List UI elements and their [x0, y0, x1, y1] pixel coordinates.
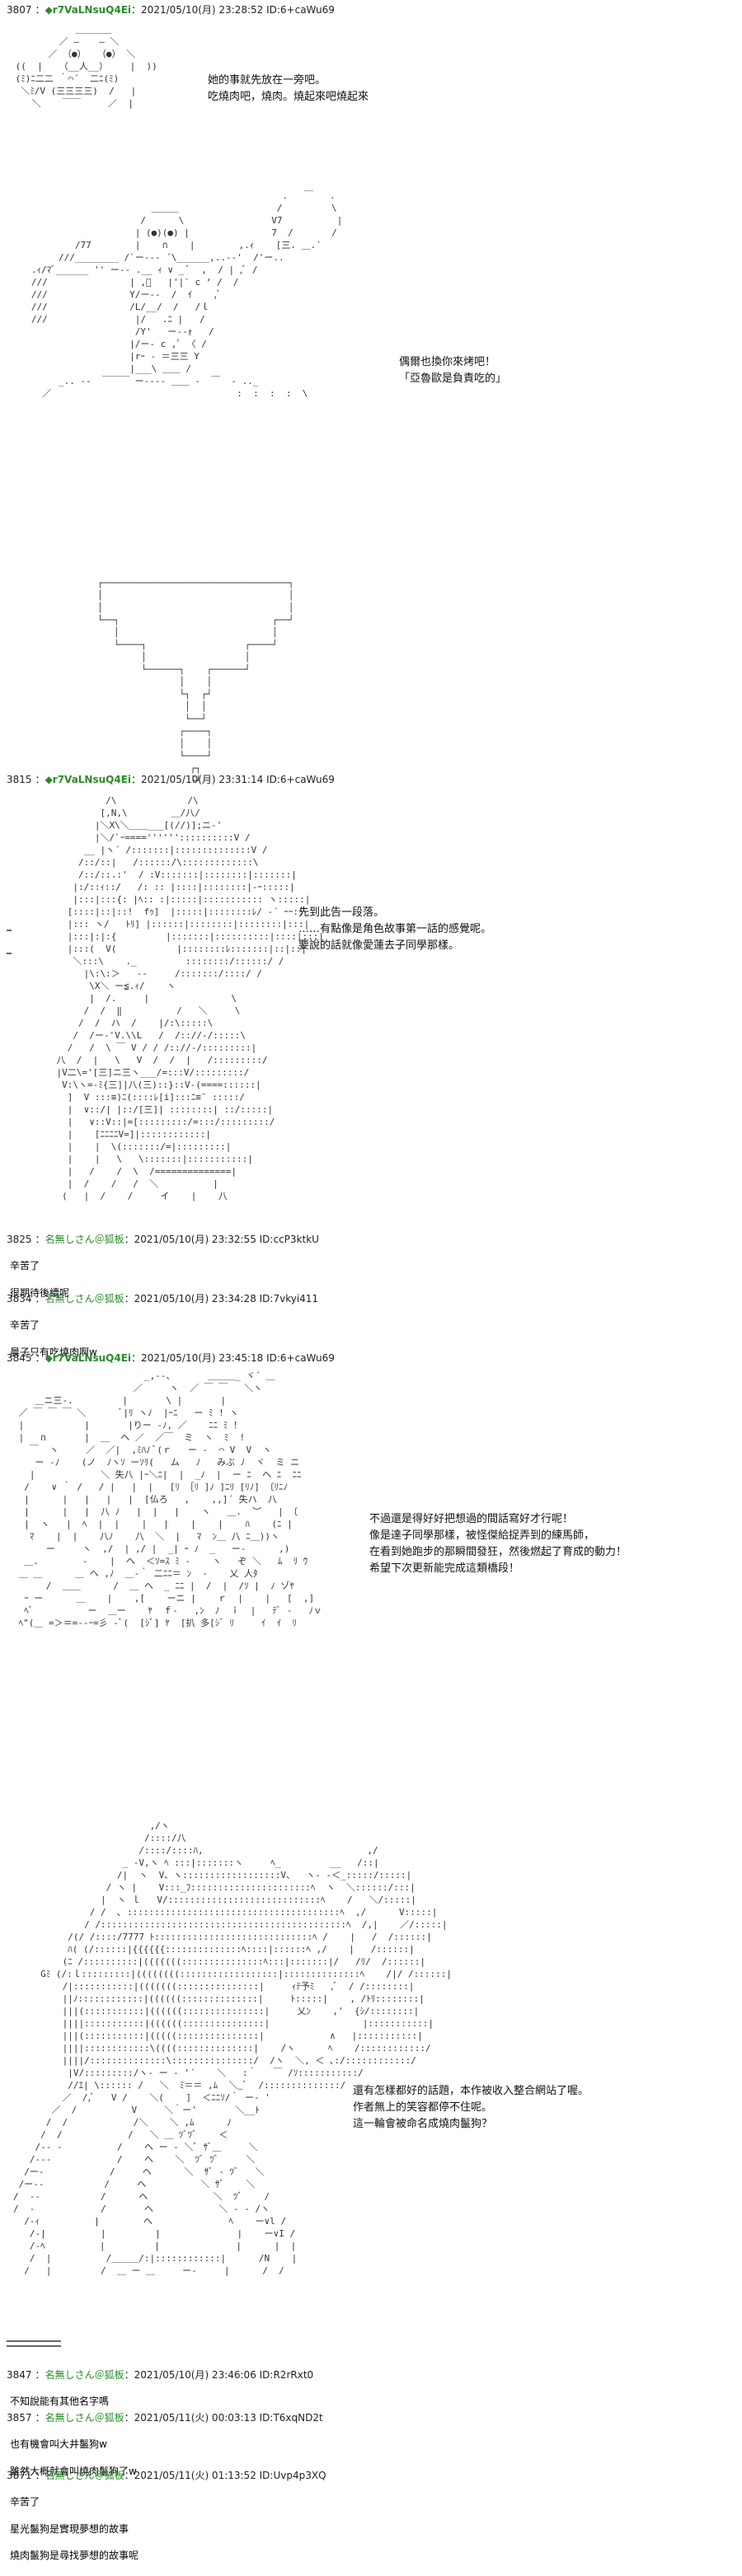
poster-name: 名無しさん＠狐板 — [45, 2412, 124, 2424]
post-body: 也有機會叫大井鬣狗w 雖然大概就會叫燒肉鬣狗了w — [10, 2424, 735, 2491]
speech-line: ……有點像是角色故事第一話的感覺呢。 — [298, 923, 492, 935]
post-number[interactable]: 3871 — [7, 2470, 32, 2481]
post-3807: 3807：◆r7VaLNsuQ4Ei：2021/05/10(月) 23:28:5… — [7, 3, 735, 16]
speech-line: 先到此告一段落。 — [298, 906, 385, 919]
post-line: 雖然大概就會叫燒肉鬣狗了w — [10, 2465, 137, 2477]
post-line: 辛苦了 — [10, 2496, 40, 2508]
ascii-art-horse-girl: /\ /\ [,N,\ ＿/八/ |＼X\＼＿＿___[(//)];ニ-' |＼… — [56, 795, 324, 1201]
speech-block: 偶爾也換你來烤吧！ 「亞魯歐是負責吃的」 — [399, 354, 506, 387]
poster-name: 名無しさん＠狐板 — [45, 2369, 124, 2381]
post-header: 3825：名無しさん＠狐板：2021/05/10(月) 23:32:55 ID:… — [7, 1234, 319, 1245]
post-line: 很期待後續呢 — [10, 1286, 70, 1299]
post-number[interactable]: 3815 — [7, 774, 32, 785]
post-meta: 2021/05/10(月) 23:45:18 ID:6+caWu69 — [141, 1352, 335, 1364]
post-3815: 3815：◆r7VaLNsuQ4Ei：2021/05/10(月) 23:31:1… — [7, 773, 735, 786]
post-number[interactable]: 3807 — [7, 4, 32, 16]
divider — [7, 2345, 61, 2347]
post-header: 3815：◆r7VaLNsuQ4Ei：2021/05/10(月) 23:31:1… — [7, 774, 335, 785]
poster-trip: ◆r7VaLNsuQ4Ei — [45, 4, 132, 16]
speech-line: 在看到她跑步的那瞬間發狂，然後燃起了育成的動力！ — [369, 1546, 627, 1558]
post-number[interactable]: 3857 — [7, 2412, 32, 2424]
post-3825: 3825：名無しさん＠狐板：2021/05/10(月) 23:32:55 ID:… — [7, 1233, 735, 1313]
post-line: 也有機會叫大井鬣狗w — [10, 2438, 107, 2451]
speech-line: 希望下次更新能完成這類橋段！ — [369, 1562, 520, 1575]
post-body: 辛苦了 星光鬣狗是實現夢想的故事 燒肉鬣狗是尋找夢想的故事呢 — [10, 2482, 735, 2575]
post-3845: 3845：◆r7VaLNsuQ4Ei：2021/05/10(月) 23:45:1… — [7, 1351, 735, 1365]
post-header: 3807：◆r7VaLNsuQ4Ei：2021/05/10(月) 23:28:5… — [7, 4, 335, 16]
post-header: 3857：名無しさん＠狐板：2021/05/11(火) 00:03:13 ID:… — [7, 2412, 323, 2424]
post-number[interactable]: 3845 — [7, 1352, 32, 1364]
poster-name: 名無しさん＠狐板 — [45, 1234, 124, 1245]
speech-line: 偶爾也換你來烤吧！ — [399, 356, 496, 368]
post-number[interactable]: 3825 — [7, 1234, 32, 1245]
speech-block: 還有怎樣都好的話題，本作被收入整合網站了喔。 作者無上的笑容都停不住呢。 這一輪… — [353, 2083, 589, 2133]
post-3871: 3871：名無しさん＠狐板：2021/05/11(火) 01:13:52 ID:… — [7, 2469, 735, 2576]
post-meta: 2021/05/10(月) 23:28:52 ID:6+caWu69 — [141, 4, 335, 16]
post-meta: 2021/05/10(月) 23:31:14 ID:6+caWu69 — [141, 774, 335, 785]
post-number[interactable]: 3847 — [7, 2369, 32, 2381]
post-line: 晨子只有吃燒肉啊w — [10, 1346, 97, 1358]
post-meta: 2021/05/11(火) 01:13:52 ID:Uvp4p3XQ — [134, 2470, 326, 2481]
speech-line: 作者無上的笑容都停不住呢。 — [353, 2101, 493, 2114]
poster-trip: ◆r7VaLNsuQ4Ei — [45, 1352, 132, 1364]
speech-block: 不過還是得好好把想過的間話寫好才行呢！ 像是達子同學那樣，被怪傑給捉弄到的練馬師… — [369, 1511, 627, 1577]
divider — [7, 2340, 61, 2342]
poster-name: 名無しさん＠狐板 — [45, 1293, 124, 1304]
post-header: 3847：名無しさん＠狐板：2021/05/10(月) 23:46:06 ID:… — [7, 2369, 314, 2381]
ascii-art-group-eating: _,‐-、 ＿＿＿_ ヾ´ ＿ ／ ヽ ／ ￣ ￣ ＼ヽ ＿ニ三-. | \ |… — [18, 1370, 322, 1628]
speech-line: 吃燒肉吧，燒肉。燒起來吧燒起來 — [208, 91, 369, 103]
speech-line: 還有怎樣都好的話題，本作被收入整合網站了喔。 — [353, 2085, 589, 2097]
post-line: 星光鬣狗是實現夢想的故事 — [10, 2522, 129, 2535]
ascii-art-chef-face: ＿＿＿＿ ／ ― ― ＼ ／ （●） （●） ＼ (( | （__人__） | … — [15, 24, 157, 109]
post-meta: 2021/05/10(月) 23:32:55 ID:ccP3ktkU — [134, 1234, 319, 1245]
ascii-art-grill-man: . ￣ . ＿＿＿ / \ / \ V7 | | (●)(●) | 7 / / — [31, 190, 343, 399]
speech-line: 不過還是得好好把想過的間話寫好才行呢！ — [369, 1513, 574, 1525]
poster-name: 名無しさん＠狐板 — [45, 2470, 124, 2481]
post-3857: 3857：名無しさん＠狐板：2021/05/11(火) 00:03:13 ID:… — [7, 2411, 735, 2491]
post-header: 3845：◆r7VaLNsuQ4Ei：2021/05/10(月) 23:45:1… — [7, 1352, 335, 1364]
post-number[interactable]: 3834 — [7, 1293, 32, 1304]
speech-line: 「亞魯歐是負責吃的」 — [399, 372, 507, 385]
post-line: 辛苦了 — [10, 1260, 40, 1272]
speech-block: 她的事就先放在一旁吧。 吃燒肉吧，燒肉。燒起來吧燒起來 — [208, 73, 369, 105]
speech-line: 她的事就先放在一旁吧。 — [208, 74, 326, 87]
speech-line: 像是達子同學那樣，被怪傑給捉弄到的練馬師， — [369, 1529, 595, 1542]
post-body: 辛苦了 很期待後續呢 — [10, 1246, 735, 1313]
post-header: 3834：名無しさん＠狐板：2021/05/10(月) 23:34:28 ID:… — [7, 1293, 319, 1304]
ascii-art-standing-girl: ,/ヽ /::::/八 /::::/::::ﾊ, ,/ _ -V,ヽ ﾍ :::… — [13, 1820, 452, 2276]
poster-trip: ◆r7VaLNsuQ4Ei — [45, 774, 132, 785]
margin-mark — [7, 953, 12, 954]
post-line: 不知說能有其他名字嗎 — [10, 2396, 110, 2408]
margin-mark — [7, 930, 12, 931]
post-body: 辛苦了 晨子只有吃燒肉啊w — [10, 1305, 735, 1372]
post-line: 燒肉鬣狗是尋找夢想的故事呢 — [10, 2550, 139, 2562]
ascii-art-exhaust-hood: ┌──────────────────────────────────┐ │ │… — [97, 578, 294, 786]
post-meta: 2021/05/10(月) 23:46:06 ID:R2rRxt0 — [134, 2369, 314, 2381]
post-meta: 2021/05/11(火) 00:03:13 ID:T6xqND2t — [134, 2412, 323, 2424]
post-3847: 3847：名無しさん＠狐板：2021/05/10(月) 23:46:06 ID:… — [7, 2368, 735, 2422]
speech-line: 這一輪會被命名成燒肉鬣狗？ — [353, 2118, 493, 2130]
speech-line: 要說的話就像愛蓮去子同學那樣。 — [298, 939, 460, 952]
post-meta: 2021/05/10(月) 23:34:28 ID:7vkyi411 — [134, 1293, 319, 1304]
post-header: 3871：名無しさん＠狐板：2021/05/11(火) 01:13:52 ID:… — [7, 2470, 326, 2481]
speech-block: 先到此告一段落。 ……有點像是角色故事第一話的感覺呢。 要說的話就像愛蓮去子同學… — [298, 905, 491, 954]
post-line: 辛苦了 — [10, 1319, 40, 1332]
post-3834: 3834：名無しさん＠狐板：2021/05/10(月) 23:34:28 ID:… — [7, 1292, 735, 1372]
post-body: 不知說能有其他名字嗎 — [10, 2382, 735, 2422]
